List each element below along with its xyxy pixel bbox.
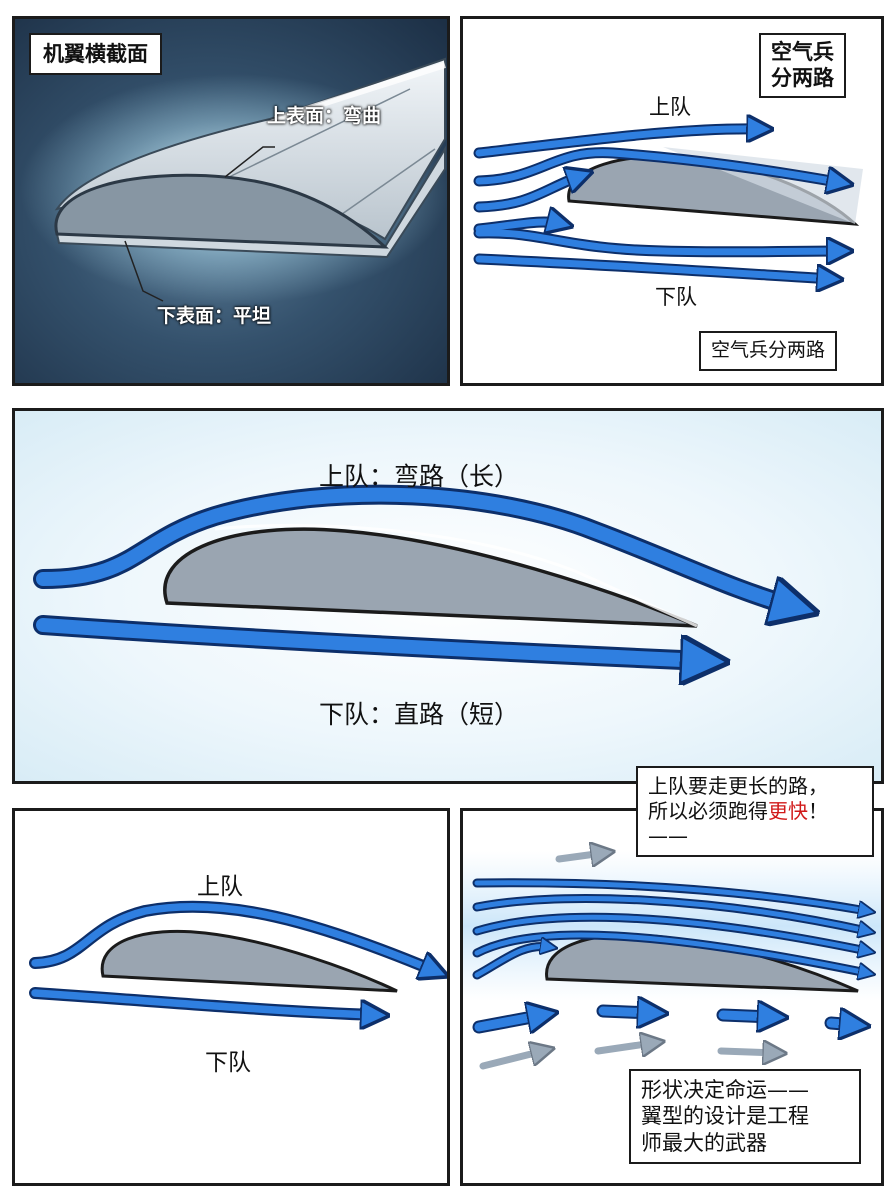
- emphasis-faster: 更快: [768, 799, 808, 823]
- lower-group-label: 下队: [655, 285, 697, 309]
- speed-caption-line1: 上队要走更长的路，: [648, 774, 828, 798]
- panel-wing-cross-section: 机翼横截面 上表面：弯曲 下表面：平坦: [12, 16, 450, 386]
- lower-group-label: 下队: [205, 1050, 251, 1076]
- panel2-caption-top: 空气兵 分两路: [759, 33, 846, 98]
- bottom-line1: 形状决定命运——: [641, 1078, 809, 1102]
- upper-path-label: 上队：弯路（长）: [319, 462, 520, 491]
- bottom-line3: 师最大的武器: [641, 1130, 767, 1155]
- speed-caption-line3: ——: [648, 824, 688, 848]
- panel-path-comparison: 上队：弯路（长） 下队：直路（短）: [12, 408, 884, 784]
- panel-simple-flow: 上队 下队: [12, 808, 450, 1186]
- panel-speed-difference: 形状决定命运—— 翼型的设计是工程 师最大的武器: [460, 808, 884, 1186]
- upper-group-label: 上队: [197, 874, 243, 900]
- path-comparison-illustration: [33, 484, 881, 781]
- lower-surface-label: 下表面：平坦: [157, 305, 272, 327]
- bottom-line2: 翼型的设计是工程: [641, 1104, 809, 1129]
- wing-illustration: [20, 57, 447, 304]
- simple-flow-illustration: [29, 900, 447, 1183]
- split-flow-illustration: [473, 19, 863, 383]
- panel1-caption: 机翼横截面: [29, 33, 162, 76]
- speed-caption: 上队要走更长的路， 所以必须跑得更快！ ——: [636, 766, 874, 857]
- panel5-caption-bottom: 形状决定命运—— 翼型的设计是工程 师最大的武器: [629, 1069, 861, 1164]
- speed-flow-illustration: [463, 811, 881, 1070]
- upper-surface-label: 上表面：弯曲: [267, 105, 382, 127]
- caption-top-line2: 分两路: [771, 66, 834, 91]
- panel-air-splits: 空气兵 分两路 上队 下队 空气兵分两路: [460, 16, 884, 386]
- speed-caption-line2: 所以必须跑得更快！: [648, 799, 828, 823]
- panel2-caption-bottom: 空气兵分两路: [699, 331, 838, 371]
- upper-group-label: 上队: [649, 95, 691, 119]
- lower-path-label: 下队：直路（短）: [319, 700, 520, 729]
- caption-top-line1: 空气兵: [771, 40, 834, 64]
